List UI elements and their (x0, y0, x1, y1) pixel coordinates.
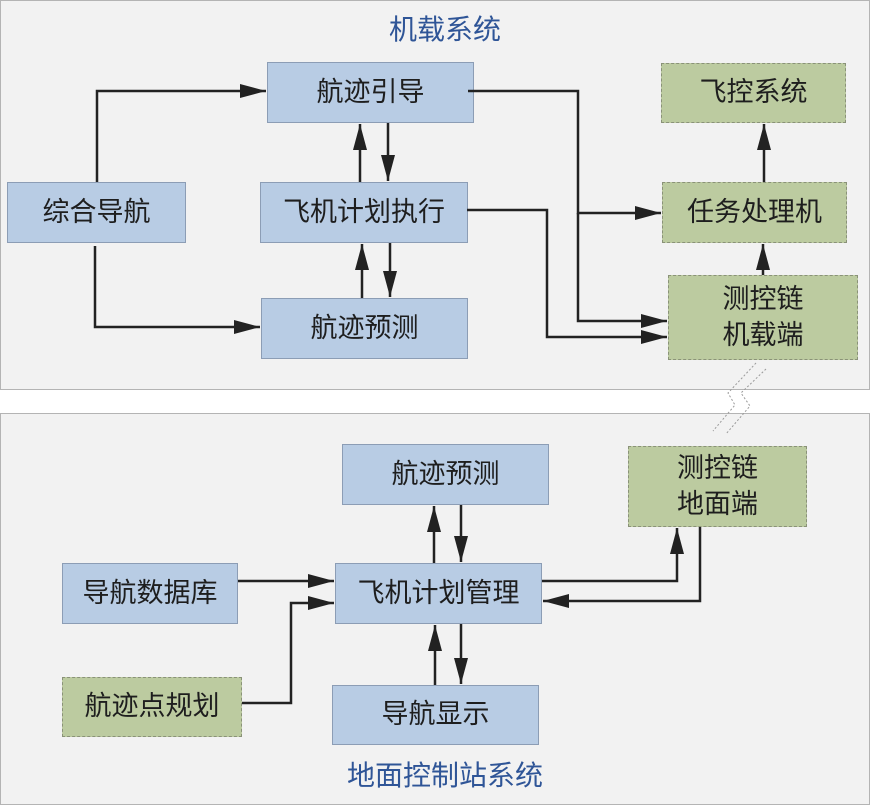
nav-display-box: 导航显示 (332, 685, 539, 745)
datalink-airborne-box: 测控链 机载端 (668, 275, 858, 360)
arrow-waypoint-to-management (242, 596, 334, 705)
waypoint-planning-box: 航迹点规划 (62, 677, 242, 737)
plan-management-box: 飞机计划管理 (335, 563, 542, 624)
arrow-guidance-to-mission (468, 89, 661, 220)
mission-computer-box: 任务处理机 (662, 182, 847, 243)
datalink-ground-box: 测控链 地面端 (628, 446, 807, 527)
airborne-track-prediction-box: 航迹预测 (261, 298, 468, 359)
wireless-link-icon (712, 362, 767, 435)
arrow-datalink-to-management (543, 527, 702, 608)
track-guidance-box: 航迹引导 (267, 62, 474, 123)
ground-track-prediction-box: 航迹预测 (342, 444, 549, 505)
flight-control-box: 飞控系统 (661, 63, 846, 123)
nav-database-box: 导航数据库 (62, 563, 238, 624)
ground-system-title: 地面控制站系统 (346, 759, 543, 792)
integrated-navigation-box: 综合导航 (7, 182, 186, 243)
arrow-nav-to-guidance (95, 84, 266, 182)
airborne-system-title: 机载系统 (388, 13, 501, 46)
plan-execution-box: 飞机计划执行 (260, 182, 468, 243)
arrow-guidance-to-datalink (576, 213, 667, 328)
arrow-nav-to-prediction (93, 246, 260, 334)
arrow-management-to-datalink (542, 528, 684, 583)
arrow-execution-to-datalink (467, 208, 667, 344)
